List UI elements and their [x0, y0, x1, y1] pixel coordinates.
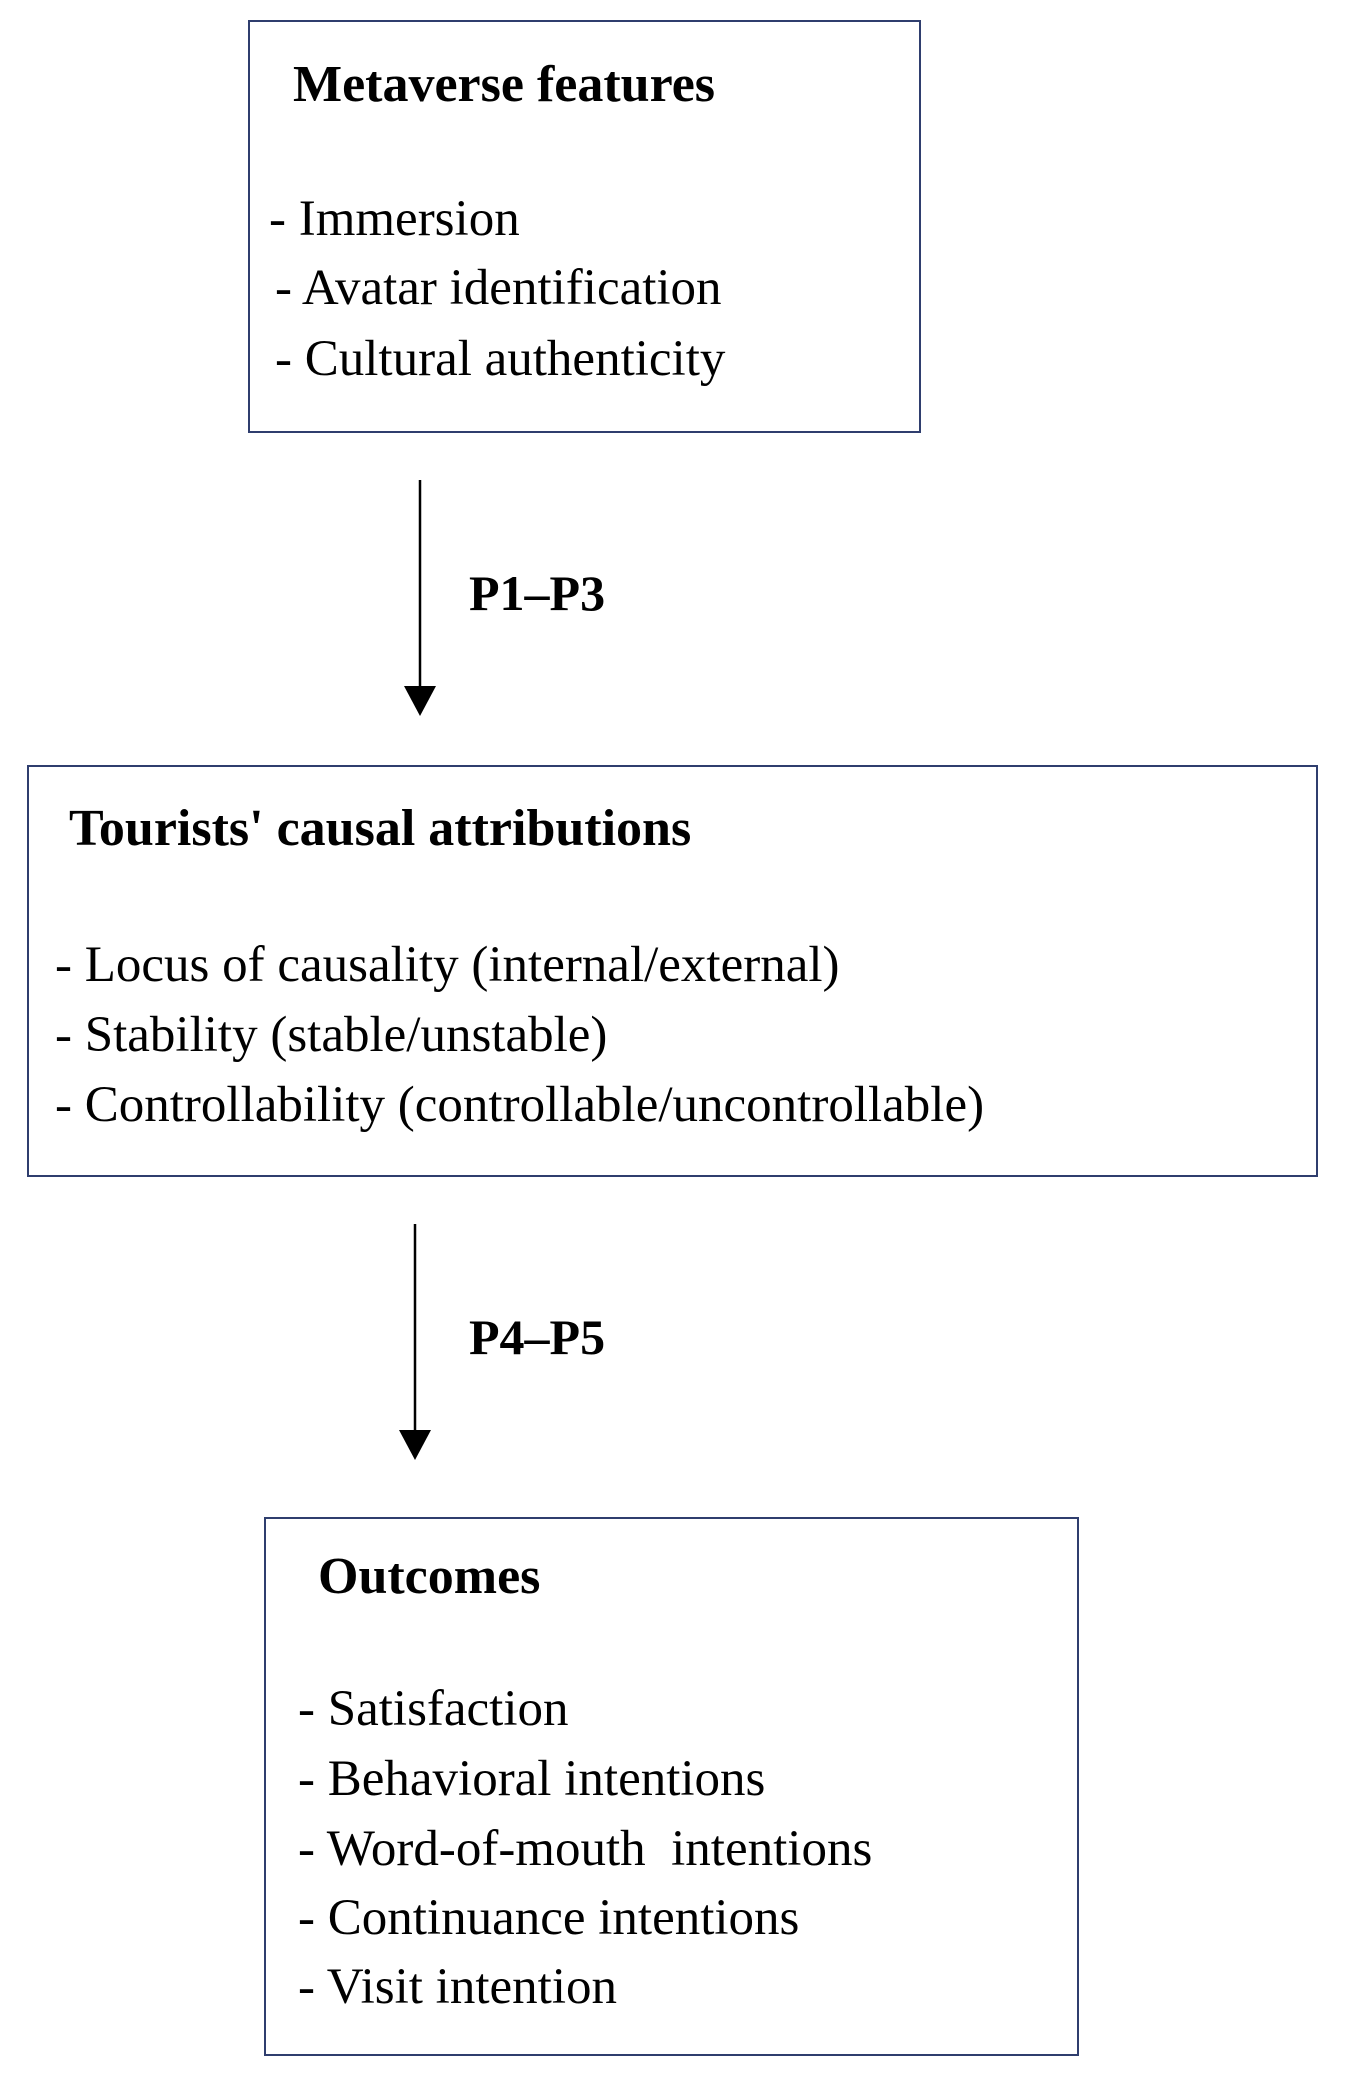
- arrow-p1-p3: [404, 480, 436, 716]
- metaverse-feature-item: - Immersion: [269, 191, 520, 247]
- edge-label-p1-p3: P1–P3: [469, 565, 606, 621]
- outcome-item: - Continuance intentions: [298, 1890, 800, 1946]
- causal-attribution-item: - Stability (stable/unstable): [55, 1007, 608, 1063]
- causal-attributions-box: Tourists' causal attributions - Locus of…: [27, 765, 1318, 1177]
- metaverse-features-box: Metaverse features - Immersion - Avatar …: [248, 20, 921, 433]
- arrow-p4-p5: [399, 1224, 431, 1460]
- outcomes-title: Outcomes: [318, 1548, 541, 1605]
- metaverse-feature-item: - Avatar identification: [275, 260, 722, 316]
- outcome-item: - Satisfaction: [298, 1681, 569, 1737]
- outcomes-box: Outcomes - Satisfaction - Behavioral int…: [264, 1517, 1079, 2056]
- metaverse-feature-item: - Cultural authenticity: [275, 331, 726, 387]
- outcome-item: - Behavioral intentions: [298, 1751, 766, 1807]
- causal-attribution-item: - Locus of causality (internal/external): [55, 937, 840, 993]
- causal-attribution-item: - Controllability (controllable/uncontro…: [55, 1077, 985, 1133]
- causal-attributions-title: Tourists' causal attributions: [69, 800, 692, 857]
- outcome-item: - Visit intention: [298, 1959, 617, 2015]
- edge-label-p4-p5: P4–P5: [469, 1309, 606, 1365]
- outcome-item: - Word-of-mouth intentions: [298, 1821, 873, 1877]
- metaverse-features-title: Metaverse features: [293, 56, 716, 113]
